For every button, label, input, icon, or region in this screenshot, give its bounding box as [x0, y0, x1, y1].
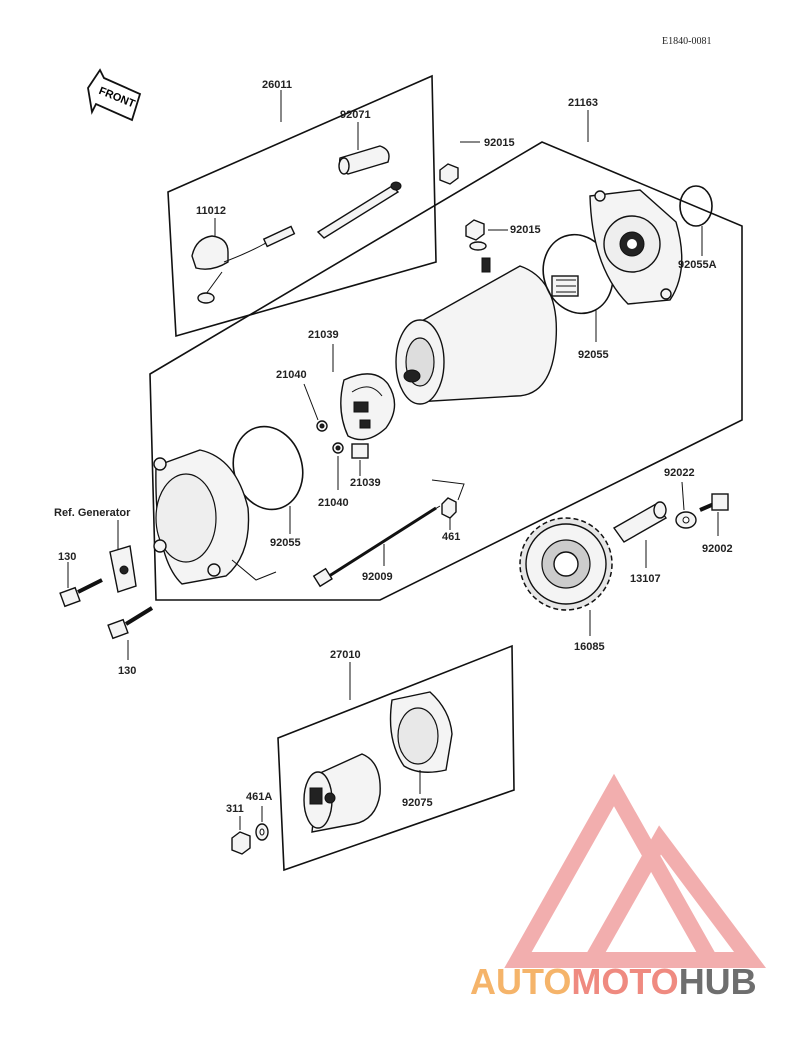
label-21163: 21163 — [568, 97, 598, 109]
starter-motor-body — [395, 257, 579, 405]
nut-311 — [231, 831, 251, 855]
cap-92071 — [338, 145, 390, 175]
label-11012: 11012 — [196, 205, 226, 217]
gear-16085 — [519, 517, 613, 611]
lead-wire — [316, 181, 402, 239]
label-21039-top: 21039 — [308, 329, 339, 341]
nut-92015-mid — [465, 219, 487, 251]
label-461A: 461A — [246, 791, 272, 803]
label-130-top: 130 — [58, 551, 76, 563]
label-27010: 27010 — [330, 649, 361, 661]
label-92015-mid: 92015 — [510, 224, 541, 236]
bolt-92002 — [699, 493, 729, 512]
bolt-130-top — [59, 578, 103, 608]
nut-92015-top — [439, 163, 459, 185]
label-461: 461 — [442, 531, 460, 543]
rubber-cover-92075 — [389, 691, 453, 773]
solenoid — [303, 753, 381, 833]
group-box-21163 — [149, 141, 743, 601]
diagram-code: E1840-0081 — [662, 36, 711, 47]
boot-11012 — [191, 225, 296, 304]
front-arrow-icon: FRONT — [87, 68, 142, 122]
group-box-27010 — [277, 644, 515, 872]
label-130-bot: 130 — [118, 665, 136, 677]
label-92055A: 92055A — [678, 259, 717, 271]
brush-21039 — [351, 443, 369, 459]
label-21039-bot: 21039 — [350, 477, 381, 489]
o-ring-92055A — [679, 185, 713, 227]
watermark-hub: HUB — [679, 961, 757, 1002]
front-cover — [153, 449, 250, 585]
group-box-26011 — [167, 74, 437, 338]
label-92075: 92075 — [402, 797, 433, 809]
label-16085: 16085 — [574, 641, 605, 653]
watermark-moto: MOTO — [571, 961, 678, 1002]
ref-generator-label: Ref. Generator — [54, 507, 131, 519]
brush-holder-21039 — [340, 373, 396, 441]
watermark-auto: AUTO — [470, 961, 571, 1002]
bolt-92009 — [312, 505, 441, 588]
watermark-text: AUTOMOTOHUB — [470, 961, 757, 1002]
label-92055-left: 92055 — [270, 537, 301, 549]
watermark-logo — [504, 773, 766, 968]
label-13107: 13107 — [630, 573, 661, 585]
label-311: 311 — [226, 803, 244, 815]
bolt-130-bot — [107, 606, 154, 640]
label-92015-top: 92015 — [484, 137, 515, 149]
watermark-triangle-inner — [578, 825, 766, 968]
shaft-13107 — [612, 501, 668, 543]
label-92071: 92071 — [340, 109, 371, 121]
washer-461A — [255, 823, 269, 841]
label-92022: 92022 — [664, 467, 695, 479]
spring-21040-top — [316, 420, 328, 432]
washer-461 — [441, 497, 457, 519]
spring-21040-bot — [332, 442, 344, 454]
label-92002: 92002 — [702, 543, 733, 555]
bracket — [109, 545, 137, 593]
label-92055-right: 92055 — [578, 349, 609, 361]
label-92009: 92009 — [362, 571, 393, 583]
label-21040-top: 21040 — [276, 369, 307, 381]
label-26011: 26011 — [262, 79, 292, 91]
label-21040-bot: 21040 — [318, 497, 349, 509]
end-cover — [589, 189, 683, 305]
